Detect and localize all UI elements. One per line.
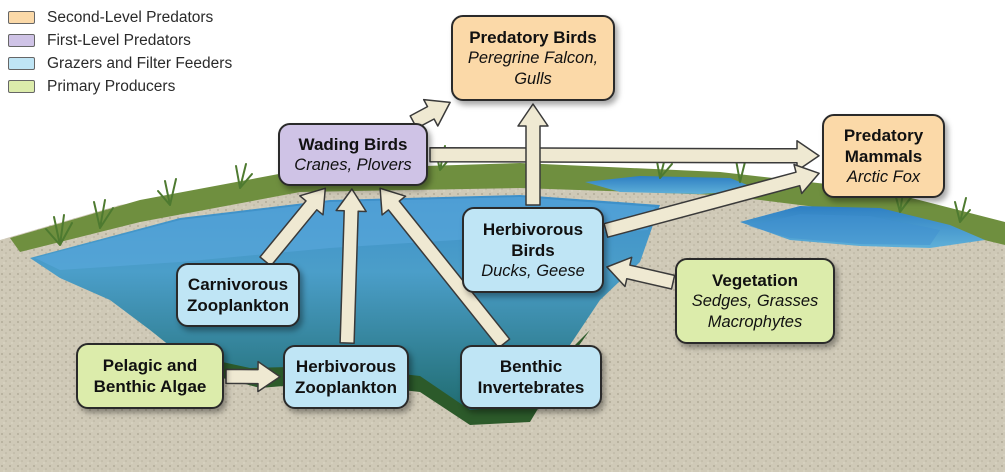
legend-swatch	[8, 11, 35, 24]
node-subtitle: Arctic Fox	[847, 167, 920, 188]
legend-swatch	[8, 80, 35, 93]
legend-label: First-Level Predators	[47, 32, 191, 50]
node-title: Herbivorous Birds	[483, 219, 583, 261]
legend-swatch	[8, 34, 35, 47]
node-wading-birds: Wading Birds Cranes, Plovers	[278, 123, 428, 186]
node-title: Herbivorous Zooplankton	[295, 356, 397, 398]
node-title: Benthic Invertebrates	[478, 356, 585, 398]
node-subtitle: Cranes, Plovers	[294, 155, 411, 176]
legend-label: Primary Producers	[47, 78, 175, 96]
node-title: Carnivorous Zooplankton	[187, 274, 289, 316]
node-herbivorous-zooplankton: Herbivorous Zooplankton	[283, 345, 409, 409]
legend: Second-Level Predators First-Level Preda…	[8, 6, 232, 98]
legend-item-first-level: First-Level Predators	[8, 29, 232, 52]
node-pelagic-benthic-algae: Pelagic and Benthic Algae	[76, 343, 224, 409]
legend-label: Second-Level Predators	[47, 9, 213, 27]
node-title: Pelagic and Benthic Algae	[94, 355, 207, 397]
node-title: Wading Birds	[299, 134, 408, 155]
node-subtitle: Peregrine Falcon, Gulls	[468, 48, 598, 90]
legend-item-grazers: Grazers and Filter Feeders	[8, 52, 232, 75]
node-subtitle: Ducks, Geese	[481, 261, 585, 282]
node-title: Vegetation	[712, 270, 798, 291]
node-title: Predatory Birds	[469, 27, 597, 48]
legend-item-second-level: Second-Level Predators	[8, 6, 232, 29]
node-benthic-invertebrates: Benthic Invertebrates	[460, 345, 602, 409]
node-vegetation: Vegetation Sedges, Grasses Macrophytes	[675, 258, 835, 344]
node-predatory-birds: Predatory Birds Peregrine Falcon, Gulls	[451, 15, 615, 101]
legend-swatch	[8, 57, 35, 70]
node-herbivorous-birds: Herbivorous Birds Ducks, Geese	[462, 207, 604, 293]
legend-label: Grazers and Filter Feeders	[47, 55, 232, 73]
legend-item-primary: Primary Producers	[8, 75, 232, 98]
node-predatory-mammals: Predatory Mammals Arctic Fox	[822, 114, 945, 198]
node-carnivorous-zooplankton: Carnivorous Zooplankton	[176, 263, 300, 327]
node-title: Predatory Mammals	[844, 125, 923, 167]
node-subtitle: Sedges, Grasses Macrophytes	[692, 291, 819, 333]
